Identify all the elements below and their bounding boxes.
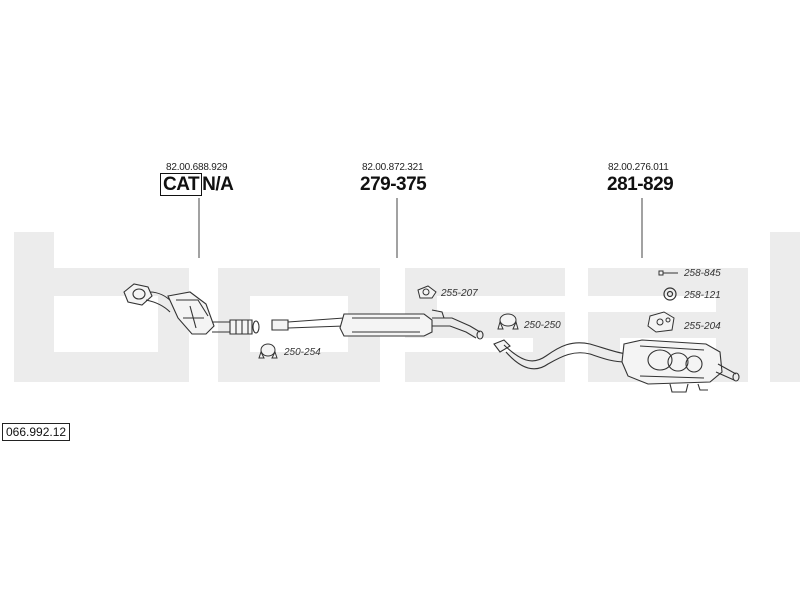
- oe-ref-middle-silencer: 82.00.872.321: [362, 162, 424, 173]
- code-rubber-ring: 258-121: [684, 290, 721, 301]
- diagram-code: 066.992.12: [2, 423, 71, 441]
- catalytic-part-na: N/A: [202, 174, 234, 195]
- rear-silencer-part-number: 281-829: [607, 174, 674, 195]
- clamp-mid-drawing: [497, 313, 519, 330]
- code-clamp-mid-top: 255-207: [441, 288, 478, 299]
- clamp-left-drawing: [258, 343, 278, 359]
- code-clamp-mid: 250-250: [524, 320, 561, 331]
- mount-bracket-drawing: [647, 311, 675, 333]
- rubber-ring-drawing: [663, 287, 677, 301]
- code-bolt: 258-845: [684, 268, 721, 279]
- middle-silencer-part-number: 279-375: [360, 174, 427, 195]
- code-clamp-left: 250-254: [284, 347, 321, 358]
- code-mount-bracket: 255-204: [684, 321, 721, 332]
- catalytic-converter-drawing: [123, 283, 260, 335]
- oe-ref-catalytic: 82.00.688.929: [166, 162, 228, 173]
- middle-silencer-drawing: [271, 309, 484, 340]
- bolt-drawing: [658, 270, 678, 276]
- oe-ref-rear-silencer: 82.00.276.011: [608, 162, 669, 173]
- leader-lines: [198, 198, 643, 258]
- rear-silencer-drawing: [493, 339, 740, 393]
- cat-label: CAT: [160, 173, 203, 196]
- clamp-mid-top-drawing: [417, 285, 437, 299]
